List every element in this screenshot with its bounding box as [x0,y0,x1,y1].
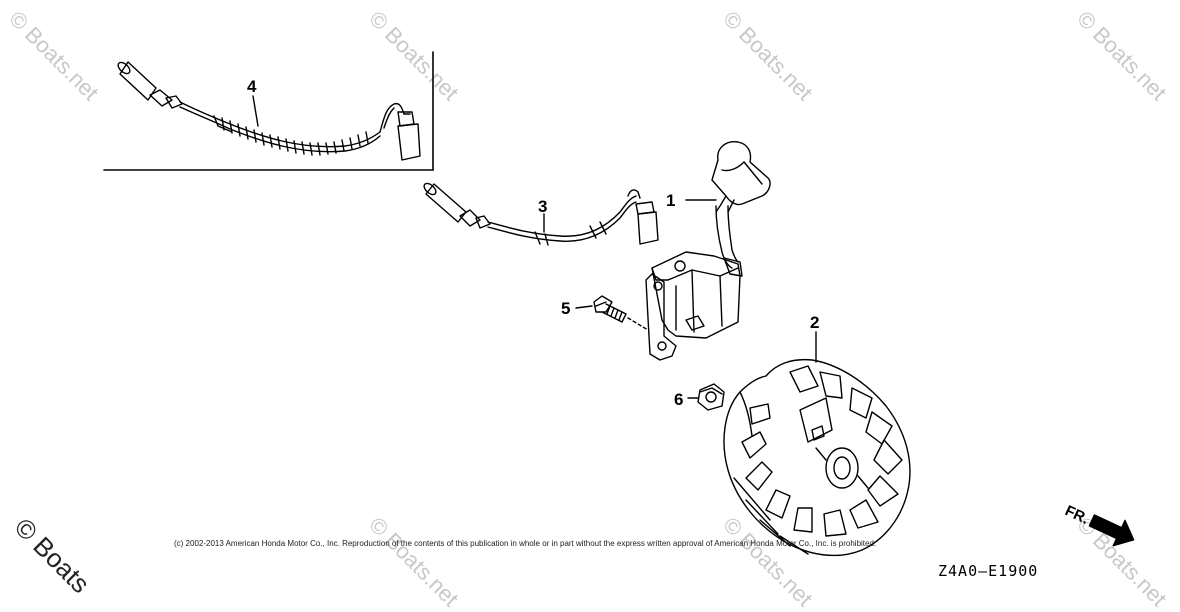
bolt-guide [627,317,649,331]
drawing-code: Z4A0—E1900 [938,562,1039,580]
ground-wire-4 [117,61,421,161]
inset-frame [103,51,434,171]
copyright-notice: (c) 2002-2013 American Honda Motor Co., … [174,539,877,548]
leader-4 [252,95,259,127]
ignition-coil-1 [645,141,771,361]
nut-6 [697,383,725,411]
callout-6: 6 [674,390,683,409]
callout-4: 4 [247,77,257,96]
parts-drawing: 4 3 1 5 2 6 FR. [103,51,1135,557]
bolt-5 [593,295,627,323]
callout-2: 2 [810,313,819,332]
callout-1: 1 [666,191,675,210]
flywheel-2 [723,358,911,557]
callout-5: 5 [561,299,570,318]
callout-3: 3 [538,197,547,216]
leader-5 [575,305,593,309]
front-direction-arrow: FR. [1062,502,1135,547]
stop-wire-3 [423,182,659,246]
parts-diagram: © Boats.net © Boats.net © Boats.net © Bo… [4,6,1171,611]
fr-label: FR. [1062,502,1091,528]
